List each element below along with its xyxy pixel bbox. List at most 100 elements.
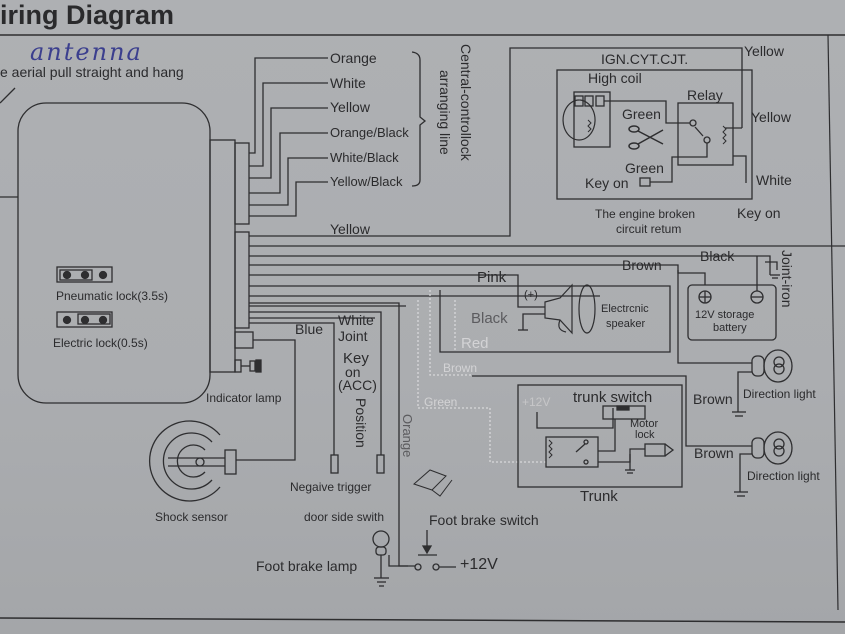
motor-lock	[644, 443, 666, 457]
brown-battery-label: Brown	[622, 257, 662, 273]
connector-block-top	[234, 142, 250, 225]
pneumatic-jumper	[56, 266, 113, 283]
shock-sensor-icon	[149, 420, 237, 502]
direction-wire-1: Brown	[693, 391, 733, 407]
wire-yellow	[249, 47, 743, 237]
wire-shock	[236, 339, 296, 461]
faint-brown-label: Brown	[443, 361, 478, 375]
plus-label: (+)	[524, 289, 538, 301]
white-trigger-label: White	[338, 312, 374, 328]
key-on-inner-label: Key on	[585, 175, 629, 191]
trunk-label: Trunk	[580, 488, 618, 505]
wire-label-white-black: White/Black	[330, 150, 399, 165]
wire-brown-light1	[677, 270, 752, 364]
wire-label-yellow: Yellow	[330, 99, 370, 115]
wire-green-bottom	[650, 143, 708, 183]
blue-label: Blue	[295, 321, 324, 337]
key-on-outer-label: Key on	[737, 205, 781, 221]
direction-light-2-label: Direction light	[747, 469, 820, 483]
wire-white	[249, 311, 382, 455]
pneumatic-lock-label: Pneumatic lock(3.5s)	[56, 289, 169, 303]
wire-label-yellow-ign: Yellow	[330, 221, 370, 237]
wire-black-battery	[249, 255, 771, 275]
high-coil	[573, 91, 611, 148]
engine-caption-2: circuit retum	[616, 222, 682, 236]
faint-green-label: Green	[424, 395, 458, 409]
indicator-lamp-label: Indicator lamp	[206, 391, 282, 405]
connector-block-mid	[234, 231, 250, 329]
red-label: Red	[461, 335, 489, 352]
direction-light-2-icon	[751, 431, 793, 465]
orange-label: Orange	[400, 414, 415, 458]
green-top-label: Green	[622, 106, 661, 122]
ignition-title: IGN.CYT.CJT.	[601, 51, 689, 67]
foot-brake-12v-label: +12V	[460, 556, 498, 573]
electric-lock-label: Electric lock(0.5s)	[53, 336, 148, 350]
page-title: iring Diagram	[0, 0, 175, 30]
brake-pedal-icon	[413, 469, 453, 497]
foot-brake-lamp-icon	[372, 530, 390, 556]
key-on-terminal	[639, 177, 651, 187]
key-label: Key	[343, 350, 369, 367]
antenna-wire	[0, 87, 16, 104]
joint-label: Joint	[338, 328, 368, 344]
relay-label: Relay	[687, 87, 723, 103]
control-unit-box	[17, 102, 211, 404]
position-label: Position	[353, 398, 369, 448]
direction-wire-2: Brown	[694, 445, 734, 461]
yellow-right-label: Yellow	[751, 109, 791, 125]
central-lock-label: Central-controllock	[458, 44, 474, 161]
central-lock-label-2: arranging line	[437, 70, 453, 155]
aerial-note: e aerial pull straight and hang	[0, 64, 184, 80]
wire-trunk-12v	[536, 408, 614, 429]
handwritten-antenna-note: antenna	[30, 38, 143, 66]
ignition-box	[556, 69, 753, 200]
green-bottom-label: Green	[625, 160, 664, 176]
foot-brake-switch-label: Foot brake switch	[429, 512, 539, 528]
electric-jumper	[56, 311, 113, 328]
motor-label-2: lock	[635, 429, 655, 441]
wire-label-orange: Orange	[330, 50, 377, 66]
acc-label: (ACC)	[338, 377, 377, 393]
wire-brown-light2	[472, 375, 752, 447]
engine-caption-1: The engine broken	[595, 207, 696, 221]
frame-right-rule	[827, 34, 839, 611]
relay-box	[677, 102, 734, 166]
direction-light-1-icon	[751, 349, 793, 383]
pink-label: Pink	[477, 269, 507, 286]
indicator-lamp-icon	[241, 359, 262, 373]
lock-brace	[411, 51, 427, 187]
position-terminal	[376, 454, 385, 474]
wire-pink	[249, 274, 545, 308]
trunk-box	[517, 384, 683, 488]
scissors-icon	[628, 125, 664, 150]
wire-speaker-return	[249, 285, 671, 353]
battery-label-1: 12V storage	[695, 309, 755, 321]
battery-label-2: battery	[713, 322, 747, 334]
black-battery-label: Black	[700, 248, 735, 264]
speaker-label-1: Electrcnic	[601, 303, 649, 315]
battery-box	[687, 284, 777, 341]
speaker-label-2: speaker	[606, 318, 646, 330]
shock-sensor-label: Shock sensor	[155, 510, 228, 524]
connector-strip	[209, 139, 236, 373]
wire-green-trunk	[417, 300, 548, 463]
wire-orange	[249, 57, 328, 154]
yellow-top-label: Yellow	[744, 43, 784, 59]
negative-trigger-terminal	[330, 454, 339, 474]
negative-trigger-label: Negaive trigger	[290, 480, 372, 494]
wire-label-yellow-black: Yellow/Black	[330, 174, 403, 189]
on-label: on	[345, 364, 361, 380]
foot-brake-lamp-label: Foot brake lamp	[256, 558, 358, 574]
wire-label-orange-black: Orange/Black	[330, 125, 409, 140]
wire-orange-brake	[249, 302, 408, 567]
high-coil-label: High coil	[588, 70, 642, 86]
connector-block-small	[234, 331, 254, 349]
black-speaker-label: Black	[471, 310, 508, 327]
trunk-relay	[545, 436, 599, 468]
trunk-12v-label: +12V	[522, 395, 551, 409]
speaker-icon	[544, 283, 596, 335]
motor-label-1: Motor	[630, 418, 659, 430]
